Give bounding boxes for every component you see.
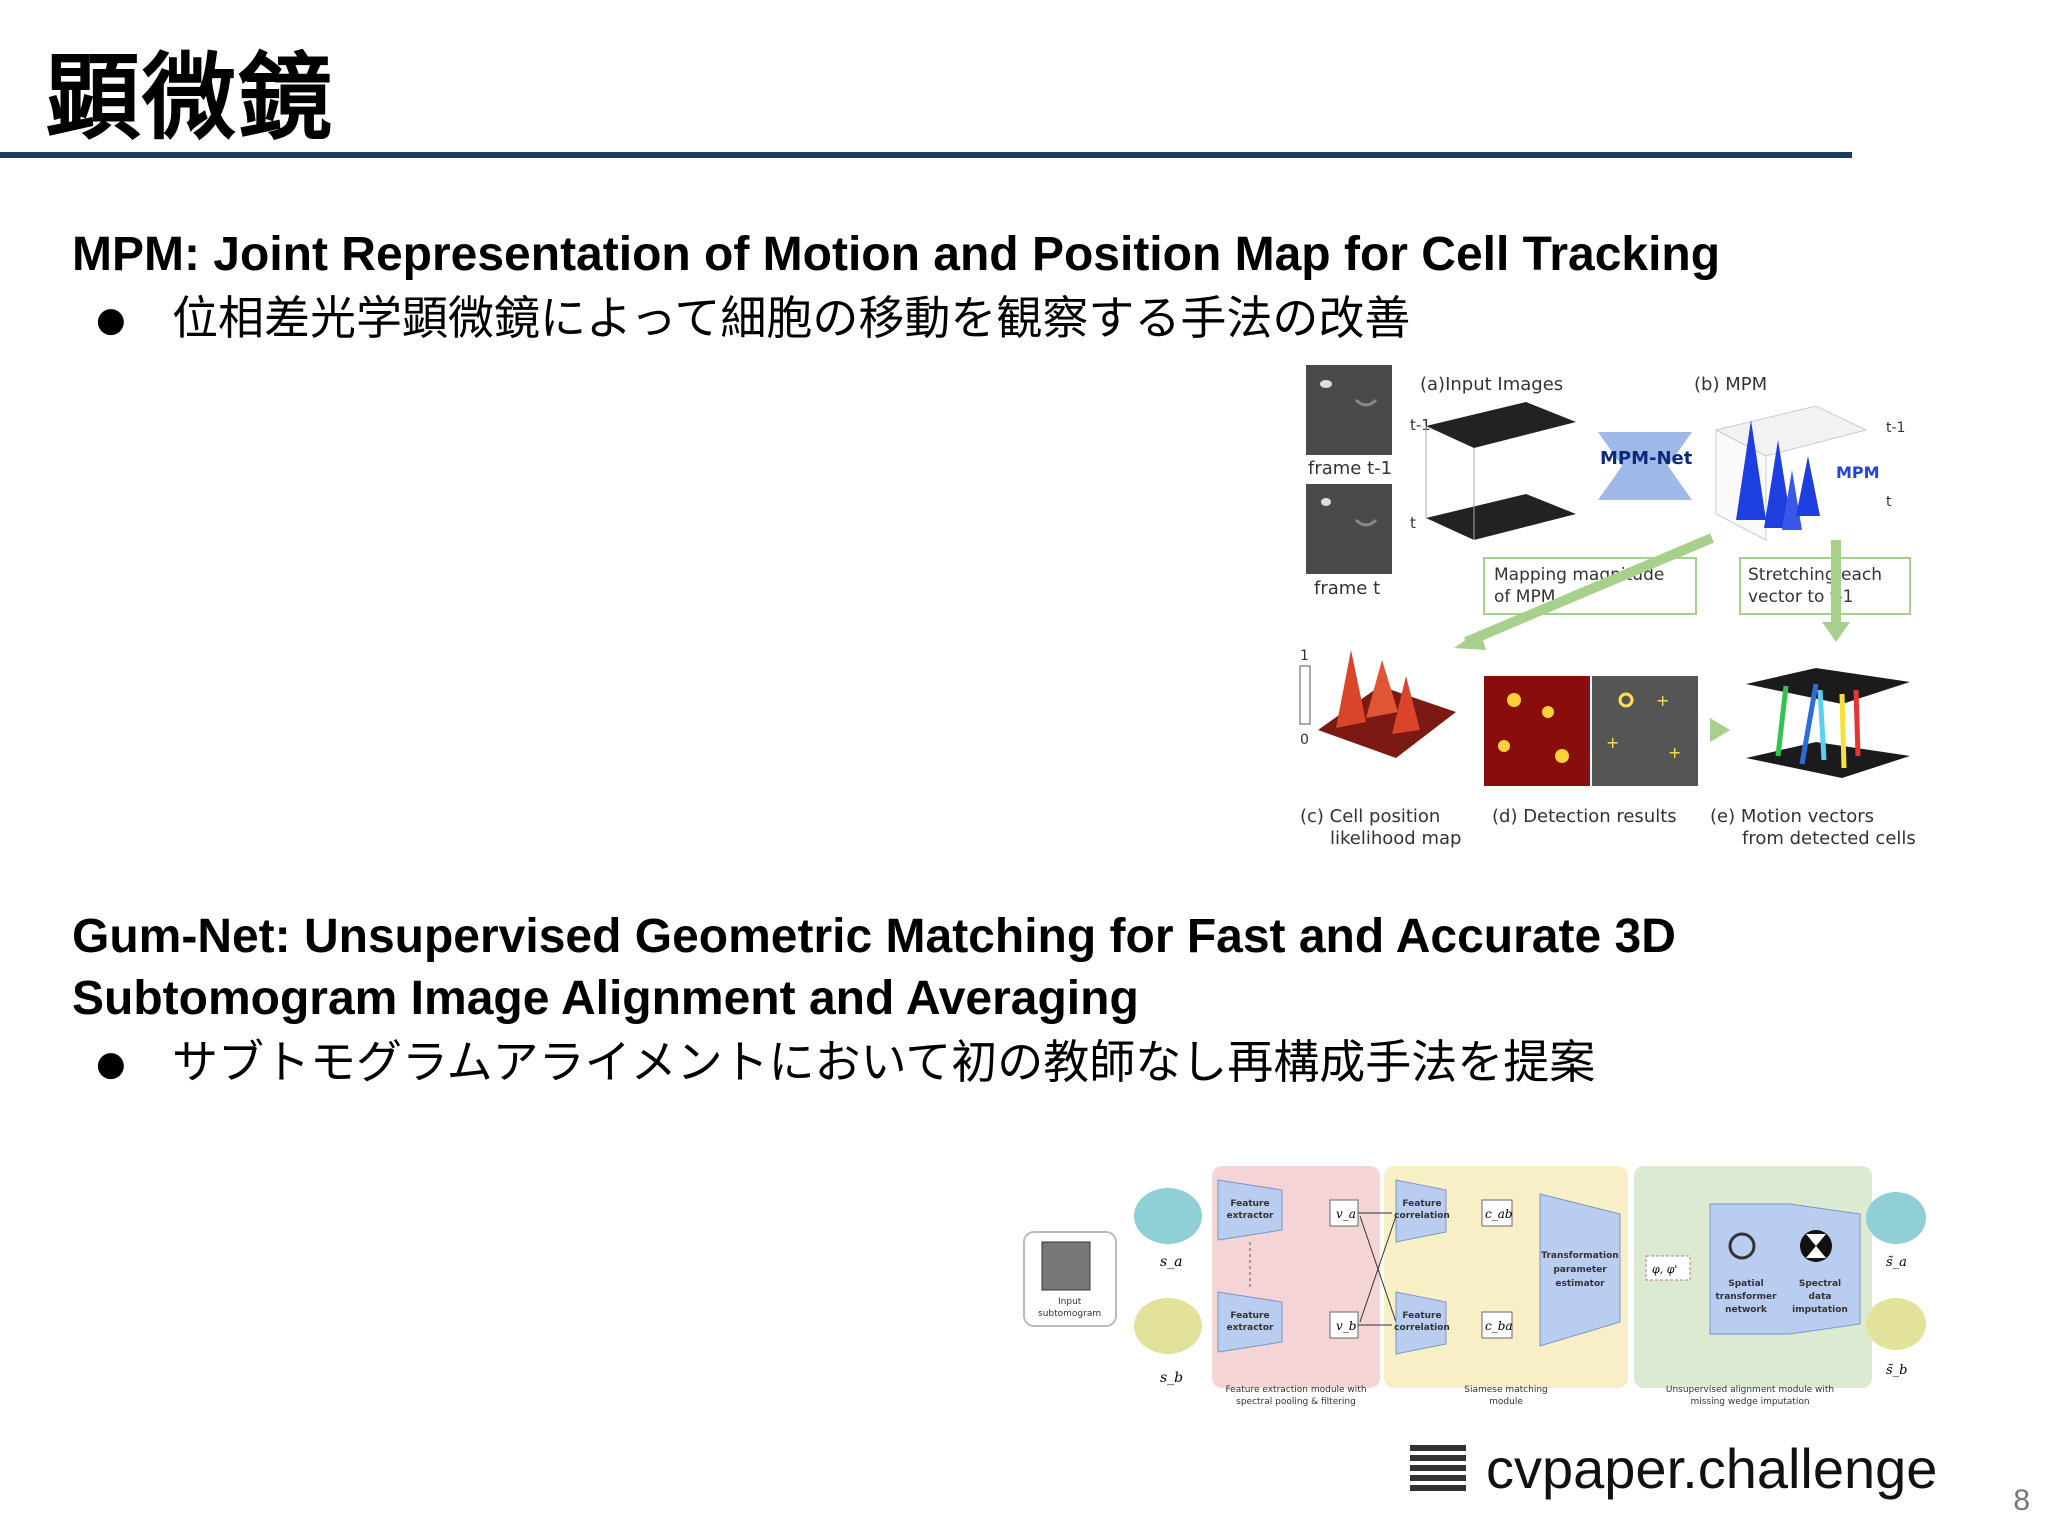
svg-text:v_a: v_a bbox=[1336, 1207, 1356, 1221]
t1-label: t-1 bbox=[1410, 416, 1431, 434]
svg-text:v_b: v_b bbox=[1336, 1319, 1356, 1333]
paper-title-line1: Gum-Net: Unsupervised Geometric Matching… bbox=[72, 910, 1676, 963]
input-plane-t1 bbox=[1426, 402, 1576, 448]
sb-aligned-volume bbox=[1866, 1298, 1926, 1350]
svg-text:Feature: Feature bbox=[1230, 1199, 1269, 1209]
caption-c: (c) Cell position bbox=[1300, 806, 1440, 827]
frame-t1-image bbox=[1306, 365, 1392, 455]
svg-text:correlation: correlation bbox=[1394, 1323, 1450, 1333]
frame-t-image bbox=[1306, 484, 1392, 574]
paper-bullet: ● サブトモグラムアライメントにおいて初の教師なし再構成手法を提案 bbox=[72, 1030, 1676, 1094]
svg-text:likelihood map: likelihood map bbox=[1330, 828, 1461, 849]
svg-text:Input: Input bbox=[1058, 1297, 1082, 1307]
svg-text:missing wedge imputation: missing wedge imputation bbox=[1690, 1397, 1809, 1407]
svg-text:transformer: transformer bbox=[1715, 1292, 1777, 1302]
input-images-label: (a)Input Images bbox=[1420, 374, 1563, 395]
brand-name: cvpaper.challenge bbox=[1486, 1437, 1938, 1500]
svg-text:estimator: estimator bbox=[1555, 1279, 1605, 1289]
svg-text:vector to t-1: vector to t-1 bbox=[1748, 587, 1853, 607]
paper-title: MPM: Joint Representation of Motion and … bbox=[72, 228, 1721, 281]
svg-text:t-1: t-1 bbox=[1886, 420, 1905, 436]
svg-text:extractor: extractor bbox=[1227, 1211, 1275, 1221]
slide-title: 顕微鏡 bbox=[46, 44, 335, 153]
mpm-net-label: MPM-Net bbox=[1600, 448, 1693, 469]
sa-aligned-volume bbox=[1866, 1192, 1926, 1244]
rotate-icon bbox=[1728, 1232, 1756, 1260]
svg-text:extractor: extractor bbox=[1227, 1323, 1275, 1333]
page-number: 8 bbox=[2013, 1484, 2030, 1517]
svg-text:data: data bbox=[1809, 1292, 1832, 1302]
brand: cvpaper.challenge bbox=[1408, 1436, 1937, 1501]
svg-text:0: 0 bbox=[1300, 732, 1309, 748]
svg-text:Siamese matching: Siamese matching bbox=[1464, 1385, 1548, 1395]
stacked-layers-icon bbox=[1410, 1444, 1466, 1491]
svg-text:s_b: s_b bbox=[1160, 1370, 1183, 1386]
svg-text:correlation: correlation bbox=[1394, 1211, 1450, 1221]
svg-text:φ, φ': φ, φ' bbox=[1652, 1263, 1677, 1276]
svg-text:Feature extraction module with: Feature extraction module with bbox=[1225, 1385, 1366, 1395]
svg-text:+: + bbox=[1668, 743, 1681, 762]
frame-t1-label: frame t-1 bbox=[1308, 458, 1392, 479]
svg-text:c_ab: c_ab bbox=[1485, 1207, 1513, 1221]
svg-text:Unsupervised alignment module: Unsupervised alignment module with bbox=[1666, 1385, 1834, 1395]
detection-heatmap bbox=[1484, 676, 1590, 786]
motion-plane-t1 bbox=[1746, 668, 1910, 704]
paper-section-mpm: MPM: Joint Representation of Motion and … bbox=[72, 224, 1720, 350]
frame-t-label: frame t bbox=[1314, 578, 1380, 599]
input-plane-t bbox=[1426, 494, 1576, 540]
bullet-icon: ● bbox=[96, 1044, 126, 1084]
detection-overlay bbox=[1592, 676, 1698, 786]
svg-text:module: module bbox=[1489, 1397, 1523, 1407]
paper-bullet: ● 位相差光学顕微鏡によって細胞の移動を観察する手法の改善 bbox=[72, 286, 1720, 350]
svg-text:of MPM: of MPM bbox=[1494, 587, 1555, 607]
mpm-net-block bbox=[1598, 432, 1692, 500]
svg-text:Feature: Feature bbox=[1402, 1199, 1441, 1209]
svg-text:Spectral: Spectral bbox=[1799, 1279, 1841, 1289]
mpm-figure: frame t-1 frame t (a)Input Images t-1 t … bbox=[1299, 365, 1916, 849]
mpm-label: (b) MPM bbox=[1694, 374, 1767, 395]
svg-text:Transformation: Transformation bbox=[1541, 1251, 1618, 1261]
svg-text:Feature: Feature bbox=[1230, 1311, 1269, 1321]
motion-plane-t bbox=[1746, 742, 1910, 778]
svg-text:1: 1 bbox=[1300, 648, 1309, 664]
svg-text:s̃_a: s̃_a bbox=[1886, 1255, 1907, 1270]
paper-section-gumnet: Gum-Net: Unsupervised Geometric Matching… bbox=[72, 906, 1676, 1094]
bullet-text: サブトモグラムアライメントにおいて初の教師なし再構成手法を提案 bbox=[172, 1035, 1596, 1089]
svg-text:network: network bbox=[1725, 1305, 1768, 1315]
t-label: t bbox=[1410, 514, 1416, 532]
mpm-tag: MPM bbox=[1836, 463, 1880, 482]
svg-text:imputation: imputation bbox=[1792, 1305, 1848, 1315]
bullet-icon: ● bbox=[96, 300, 126, 340]
likelihood-map bbox=[1318, 686, 1456, 758]
svg-text:s̃_b: s̃_b bbox=[1886, 1363, 1908, 1378]
svg-text:Spatial: Spatial bbox=[1728, 1279, 1764, 1289]
stretching-box bbox=[1739, 557, 1911, 615]
caption-d: (d) Detection results bbox=[1492, 806, 1677, 827]
paper-title-line2: Subtomogram Image Alignment and Averagin… bbox=[72, 972, 1139, 1025]
gumnet-figure: Input subtomogram s_a s_b Feature extrac… bbox=[1023, 1166, 1926, 1407]
svg-text:t: t bbox=[1886, 494, 1892, 510]
sa-volume bbox=[1134, 1188, 1202, 1244]
svg-text:Stretching each: Stretching each bbox=[1748, 565, 1882, 585]
svg-text:c_ba: c_ba bbox=[1485, 1319, 1513, 1333]
svg-text:subtomogram: subtomogram bbox=[1038, 1309, 1101, 1319]
svg-text:+: + bbox=[1656, 691, 1669, 710]
svg-text:parameter: parameter bbox=[1553, 1265, 1607, 1275]
svg-text:+: + bbox=[1606, 733, 1619, 752]
bullet-text: 位相差光学顕微鏡によって細胞の移動を観察する手法の改善 bbox=[172, 291, 1411, 345]
svg-text:from detected cells: from detected cells bbox=[1742, 828, 1916, 849]
svg-text:s_a: s_a bbox=[1160, 1254, 1183, 1270]
caption-e: (e) Motion vectors bbox=[1710, 806, 1874, 827]
title-divider bbox=[0, 152, 1852, 158]
svg-text:Feature: Feature bbox=[1402, 1311, 1441, 1321]
svg-text:spectral pooling & filtering: spectral pooling & filtering bbox=[1236, 1397, 1356, 1407]
sb-volume bbox=[1134, 1298, 1202, 1354]
